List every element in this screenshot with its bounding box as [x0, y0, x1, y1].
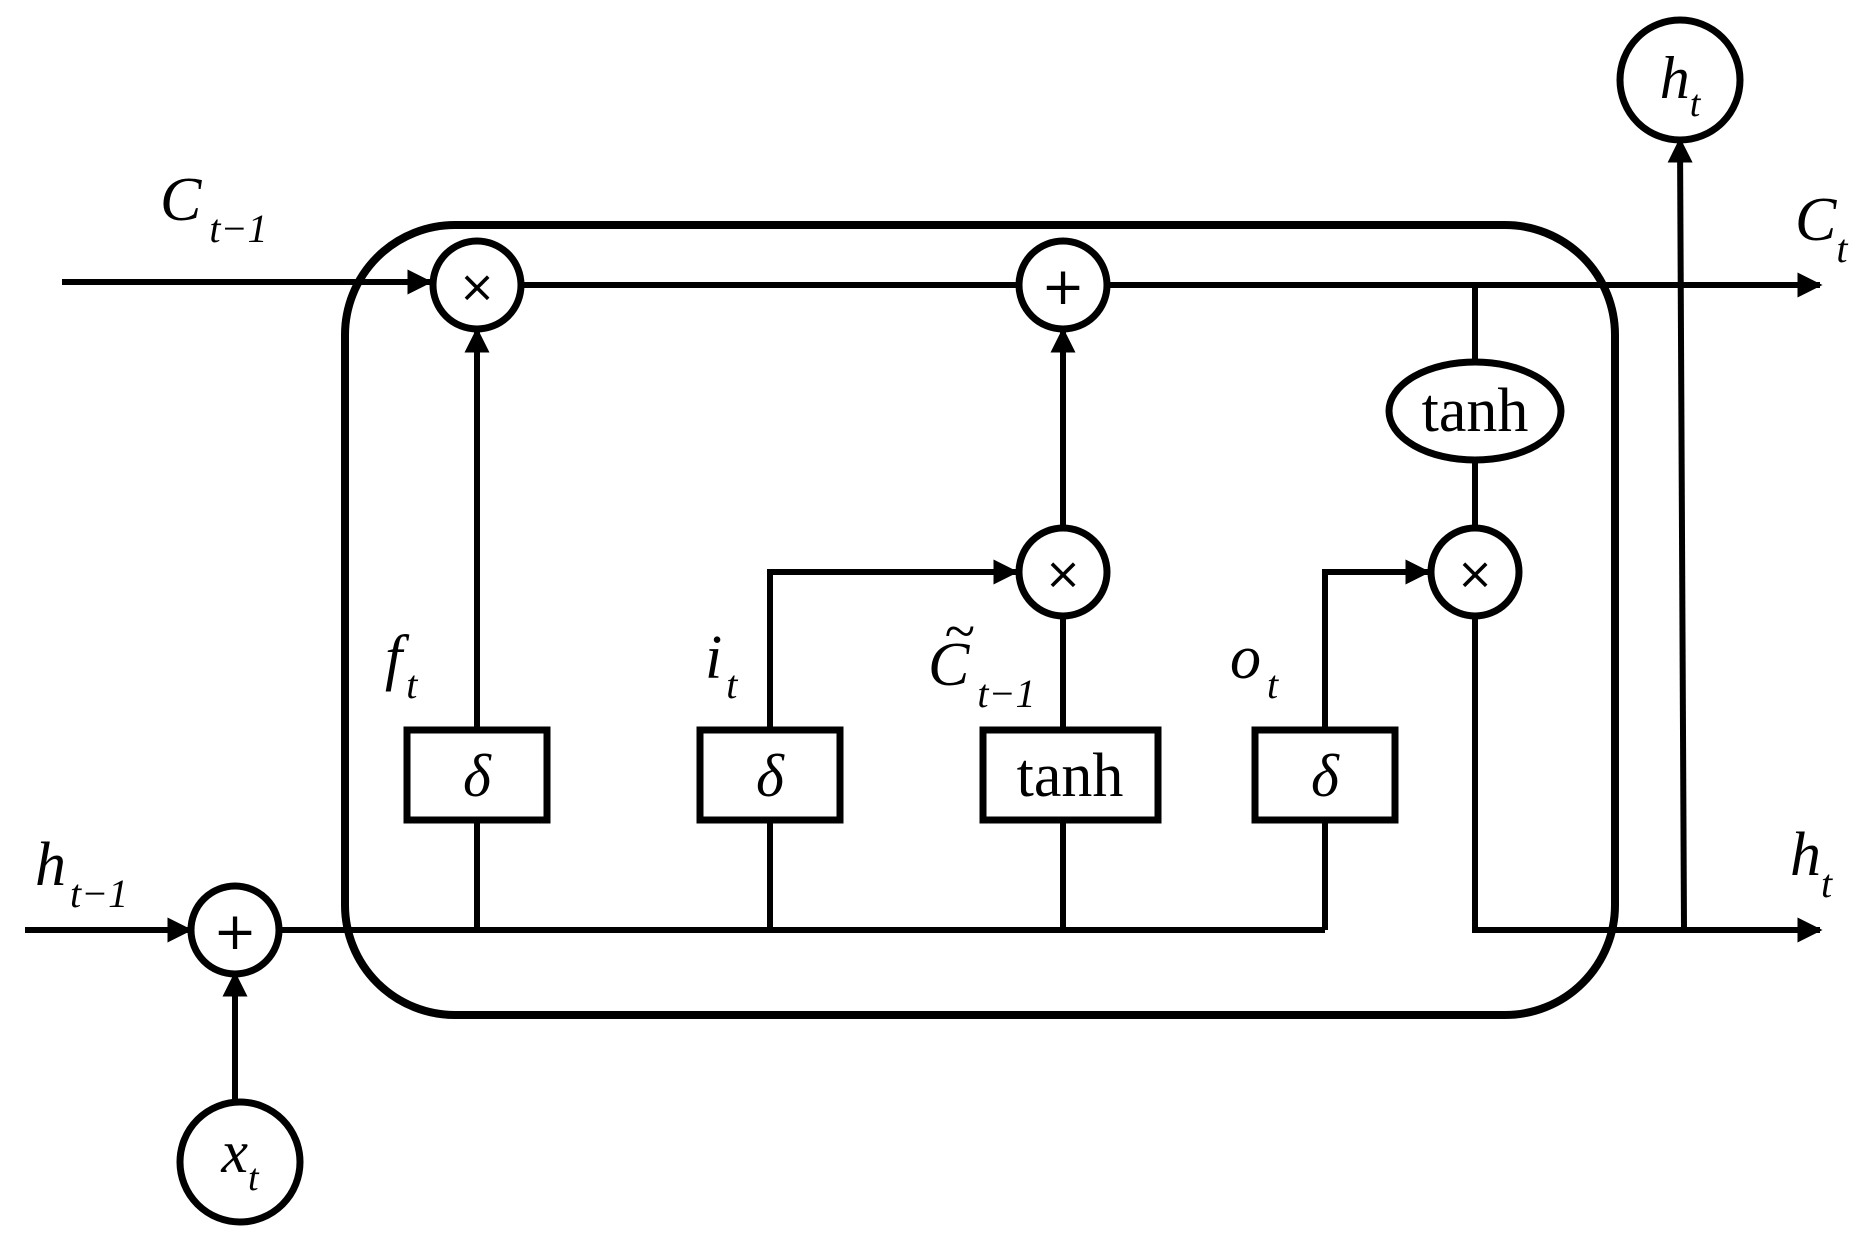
input-gate-output-line — [767, 559, 1019, 730]
sigma-symbol: δ — [463, 743, 492, 809]
candidate-tanh-box: tanh — [979, 726, 1162, 824]
tanh-label: tanh — [1422, 377, 1529, 445]
c-tilde-symbol: ~ — [944, 601, 974, 663]
i-subscript: t — [726, 662, 738, 707]
forget-multiply-node: × — [429, 237, 525, 333]
h-t-output-node: ht — [1616, 16, 1744, 144]
c-t-main: C — [1795, 186, 1837, 254]
tanh-label: tanh — [1017, 742, 1124, 810]
forget-gate-sigma-box: δ — [403, 726, 551, 824]
c-tilde-subscript: t−1 — [977, 671, 1035, 716]
connections — [25, 137, 1823, 1105]
output-gate-output-line — [1322, 559, 1431, 730]
h-t-subscript: t — [1821, 861, 1833, 906]
c-prev-main: C — [160, 166, 202, 234]
o-subscript: t — [1267, 662, 1279, 707]
c-tilde-main: C — [928, 631, 970, 699]
h-t-top-label: ht — [1660, 45, 1702, 125]
cell-state-tanh-ellipse: tanh — [1385, 358, 1565, 464]
h-subscript: t — [1690, 83, 1702, 125]
x-t-label: xt — [220, 1119, 260, 1199]
i-main: i — [705, 624, 722, 692]
c-prev-subscript: t−1 — [209, 206, 267, 251]
multiply-symbol: × — [459, 262, 496, 313]
sigma-symbol: δ — [1311, 743, 1340, 809]
f-subscript: t — [406, 662, 418, 707]
output-gate-sigma-box: δ — [1251, 726, 1399, 824]
hidden-output-up-line — [1667, 137, 1693, 931]
input-gate-sigma-box: δ — [696, 726, 844, 824]
input-multiply-node: × — [1015, 524, 1111, 620]
multiply-symbol: × — [1457, 549, 1494, 600]
h-main: h — [1660, 45, 1690, 111]
c-t-subscript: t — [1836, 226, 1848, 271]
h-t-main: h — [1790, 821, 1821, 889]
h-prev-main: h — [35, 831, 66, 899]
hidden-output-line — [1472, 619, 1823, 943]
input-add-node: + — [187, 882, 283, 978]
h-prev-subscript: t−1 — [70, 871, 128, 916]
output-multiply-node: × — [1427, 524, 1523, 620]
cell-add-node: + — [1015, 237, 1111, 333]
x-subscript: t — [248, 1157, 260, 1199]
add-symbol: + — [1041, 257, 1085, 317]
multiply-symbol: × — [1045, 549, 1082, 600]
sigma-symbol: δ — [756, 743, 785, 809]
c-t-label: Ct — [1795, 186, 1848, 271]
x-main: x — [220, 1119, 248, 1185]
x-t-input-node: xt — [176, 1098, 304, 1226]
lstm-cell-frame — [341, 221, 1619, 1019]
o-main: o — [1230, 624, 1261, 692]
h-t-right-label: ht — [1790, 821, 1833, 906]
add-symbol: + — [213, 902, 257, 962]
